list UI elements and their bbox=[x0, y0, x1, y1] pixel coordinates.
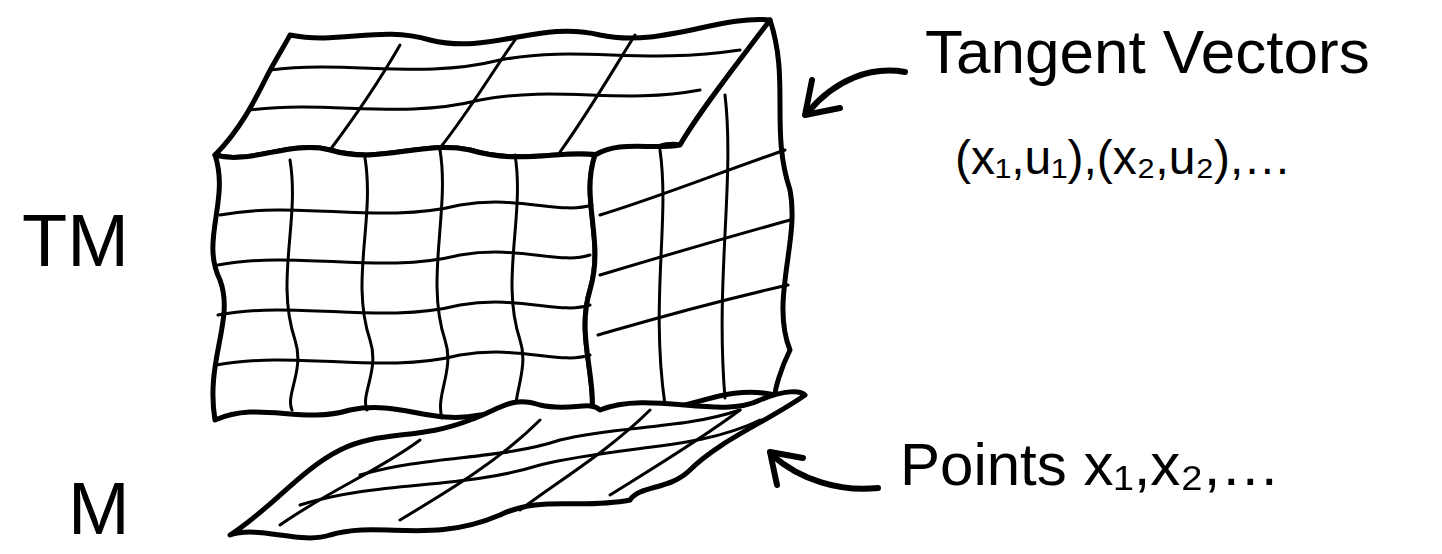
callout-label: Points x₁,x₂,… bbox=[900, 432, 1280, 498]
callout-label: Tangent Vectors bbox=[925, 18, 1370, 86]
base-label: M bbox=[68, 468, 130, 549]
bundle-label: TM bbox=[22, 200, 129, 281]
callout-label: (x₁,u₁),(x₂,u₂),… bbox=[955, 132, 1291, 185]
